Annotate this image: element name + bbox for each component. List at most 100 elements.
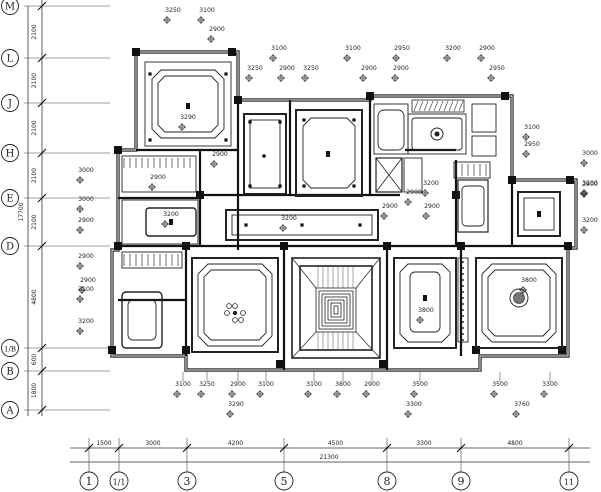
kitchen-counter-outer bbox=[407, 113, 467, 155]
level-marker bbox=[580, 226, 588, 234]
structural-column bbox=[472, 346, 480, 354]
row-axis-bubble bbox=[1, 189, 19, 207]
row-axis-bubble bbox=[1, 237, 19, 255]
room-bottom-a-outer bbox=[191, 257, 279, 353]
hatch-line bbox=[413, 100, 419, 112]
pendant-lamp bbox=[326, 151, 330, 157]
level-marker bbox=[522, 133, 530, 141]
light-fixture bbox=[224, 138, 228, 142]
light-fixture bbox=[358, 223, 362, 227]
dim-left-2: 2100 bbox=[31, 120, 38, 135]
level-marker bbox=[522, 150, 530, 158]
row-axis-label-row-E: E bbox=[6, 194, 13, 205]
stair-diag bbox=[291, 331, 317, 359]
light-fixture bbox=[278, 184, 282, 188]
level-marker bbox=[580, 159, 588, 167]
bathtub-right bbox=[461, 185, 485, 227]
corridor-inner bbox=[231, 214, 373, 236]
structural-column bbox=[114, 242, 122, 250]
height-label: 3200 bbox=[582, 217, 598, 224]
height-label: 3250 bbox=[303, 65, 319, 72]
level-marker bbox=[76, 226, 84, 234]
dim-left-0: 2100 bbox=[31, 24, 38, 39]
row-axis-bubble bbox=[1, 94, 19, 112]
bathtub-left bbox=[127, 299, 157, 341]
light-fixture bbox=[300, 223, 304, 227]
level-marker bbox=[226, 410, 234, 418]
structural-column bbox=[501, 92, 509, 100]
ceiling-medallion bbox=[509, 288, 529, 308]
col-axis-label-col-11: 11 bbox=[564, 478, 574, 487]
structural-column bbox=[280, 242, 288, 250]
dotted-fill bbox=[462, 315, 464, 317]
dim-tick bbox=[37, 98, 47, 108]
level-marker bbox=[404, 410, 412, 418]
dim-tick bbox=[182, 443, 192, 453]
dim-tick bbox=[37, 366, 47, 376]
height-label: 3100 bbox=[306, 381, 322, 388]
dotted-fill bbox=[462, 321, 464, 323]
light-fixture bbox=[352, 118, 356, 122]
dotted-fill bbox=[462, 297, 464, 299]
dim-tick bbox=[37, 53, 47, 63]
chandelier-bulb bbox=[224, 310, 230, 316]
col-axis-label-col-5: 5 bbox=[281, 475, 288, 488]
stair-core-ring-1 bbox=[318, 290, 354, 330]
structural-column bbox=[182, 346, 190, 354]
row-axis-bubble bbox=[1, 49, 19, 67]
dotted-fill bbox=[462, 267, 464, 269]
dim-tick bbox=[37, 1, 47, 11]
col-axis-label-col-1-1: 1/1 bbox=[113, 478, 126, 487]
dotted-fill bbox=[462, 309, 464, 311]
height-label: 2900 bbox=[80, 277, 96, 284]
sink-icon bbox=[430, 127, 444, 141]
height-label: 3200 bbox=[78, 318, 94, 325]
room-left-bath bbox=[121, 291, 163, 349]
level-marker bbox=[76, 205, 84, 213]
light-fixture bbox=[278, 120, 282, 124]
room-right-small-inner bbox=[523, 197, 555, 231]
stair-diag bbox=[355, 257, 381, 289]
height-label: 2900 bbox=[279, 65, 295, 72]
vanity-strip bbox=[453, 161, 491, 179]
structural-column bbox=[457, 242, 465, 250]
row-axis-label-row-H: H bbox=[6, 149, 15, 160]
pendant-lamp bbox=[186, 103, 190, 109]
chandelier-bulb bbox=[232, 303, 238, 309]
dim-tick bbox=[84, 443, 94, 453]
height-label: 3000 bbox=[78, 167, 94, 174]
storage-a bbox=[471, 103, 497, 133]
height-label: 2900 bbox=[209, 26, 225, 33]
hatch-line bbox=[443, 100, 449, 112]
pendant-lamp bbox=[423, 295, 427, 301]
level-marker bbox=[359, 74, 367, 82]
room-middle-b-outer bbox=[295, 109, 363, 197]
light-fixture bbox=[262, 154, 266, 158]
level-marker bbox=[245, 74, 253, 82]
height-label: 3800 bbox=[335, 381, 351, 388]
structural-column bbox=[379, 360, 387, 368]
height-label: 2950 bbox=[394, 45, 410, 52]
height-label: 3800 bbox=[521, 277, 537, 284]
dim-bottom-1: 3000 bbox=[145, 440, 160, 447]
height-label: 3200 bbox=[423, 180, 439, 187]
dotted-fill bbox=[462, 291, 464, 293]
light-fixture bbox=[244, 223, 248, 227]
level-marker bbox=[210, 160, 218, 168]
structural-column bbox=[114, 146, 122, 154]
stair-core-ring-3 bbox=[324, 296, 348, 324]
row-axis-label-row-B: B bbox=[6, 367, 13, 378]
hatch-line bbox=[428, 100, 434, 112]
curtain-box bbox=[457, 257, 469, 343]
light-fixture bbox=[148, 138, 152, 142]
dotted-fill bbox=[462, 279, 464, 281]
row-axis-bubble bbox=[1, 339, 19, 357]
stair-core-ring-5 bbox=[330, 302, 342, 318]
height-label: 3100 bbox=[199, 7, 215, 14]
level-marker bbox=[421, 189, 429, 197]
dotted-fill bbox=[462, 327, 464, 329]
level-marker bbox=[343, 54, 351, 62]
dim-bottom-0: 1500 bbox=[96, 440, 111, 447]
structural-column bbox=[508, 176, 516, 184]
bath-room-a bbox=[373, 103, 409, 155]
